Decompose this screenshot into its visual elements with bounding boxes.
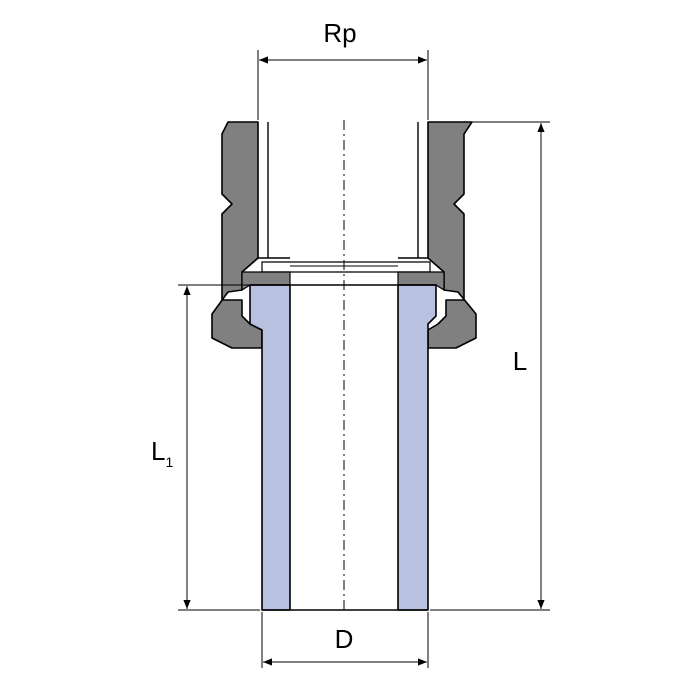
l1-label-subscript: 1: [165, 454, 173, 470]
dimension-l: L: [430, 121, 550, 611]
dimension-rp: Rp: [257, 18, 429, 120]
dimension-l1: L1: [151, 284, 260, 611]
rp-label: Rp: [323, 18, 356, 48]
dimension-d: D: [261, 612, 429, 668]
metal-union-nut: [211, 121, 477, 349]
d-label: D: [335, 624, 354, 654]
l-label: L: [513, 346, 527, 376]
l1-label: L1: [151, 436, 173, 470]
plastic-insert: [249, 284, 437, 611]
gasket-band: [261, 261, 431, 273]
l1-label-main: L: [151, 436, 165, 466]
nut-seat-right: [397, 271, 445, 292]
